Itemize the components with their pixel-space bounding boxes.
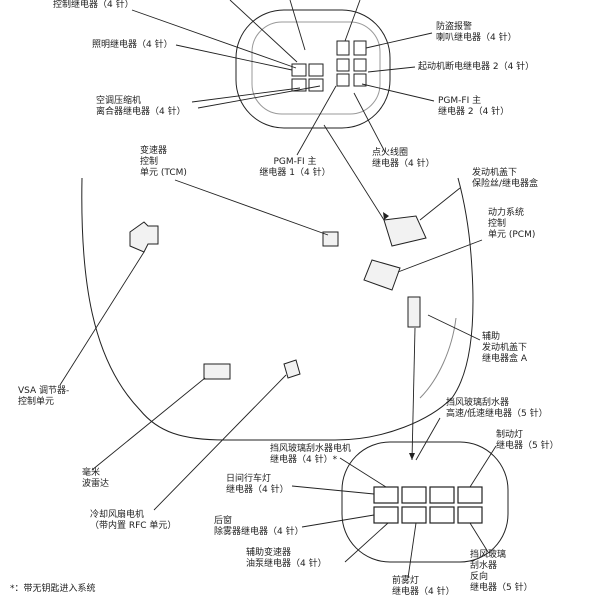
bottom-relay-slot: [457, 506, 483, 524]
leader-line: [131, 9, 297, 69]
label-pgm-fi-main-relay-1: PGM-FI 主 继电器 1（4 针）: [259, 157, 331, 178]
label-aux-trans-oil-relay: 辅助变速器 油泵继电器（4 针）: [246, 548, 327, 569]
bottom-relay-slot: [373, 506, 399, 524]
label-rear-defogger-relay: 后窗 除雾器继电器（4 针）: [214, 516, 304, 537]
top-relay-slot: [353, 40, 367, 56]
leader-line: [289, 0, 306, 51]
leader-line: [427, 314, 481, 341]
bottom-relay-slot: [401, 486, 427, 504]
label-ignition-coil-relay: 点火线圈 继电器（4 针）: [372, 148, 435, 169]
top-relay-slot: [336, 40, 350, 56]
bottom-relay-slot: [373, 486, 399, 504]
leader-line: [353, 92, 386, 153]
vsa-modulator-unit: [129, 221, 159, 253]
leader-line: [291, 485, 375, 495]
label-wiper-hi-lo-relay: 挡风玻璃刮水器 高速/低速继电器（5 针）: [446, 398, 548, 419]
bottom-relay-slot: [457, 486, 483, 504]
label-brake-light-relay: 制动灯 继电器（5 针）: [496, 430, 559, 451]
bottom-relay-slot: [401, 506, 427, 524]
leader-line: [415, 417, 441, 461]
under-hood-box-unit: [383, 215, 427, 247]
arrowhead: [409, 453, 415, 460]
leader-line: [91, 377, 206, 471]
leader-line: [323, 124, 385, 221]
label-drl-relay: 日间行车灯 继电器（4 针）: [226, 474, 289, 495]
label-ac-compressor-clutch-relay: 空调压缩机 离合器继电器（4 针）: [96, 96, 186, 117]
top-relay-slot: [336, 58, 350, 72]
label-lighting-relay: 照明继电器（4 针）: [92, 40, 173, 50]
label-wiper-motor-relay: 挡风玻璃刮水器电机 继电器（4 针）*: [270, 444, 352, 465]
leader-line: [344, 0, 361, 42]
label-top-left-partial: 控制继电器（4 针）: [53, 0, 134, 10]
vehicle-body-outline: [81, 177, 474, 441]
top-relay-box-inner: [251, 21, 381, 115]
label-under-hood-fuse-relay-box: 发动机盖下 保险丝/继电器盒: [472, 168, 539, 189]
radar-unit: [203, 363, 231, 380]
label-pgm-fi-main-relay-2: PGM-FI 主 继电器 2（4 针）: [438, 96, 510, 117]
bottom-relay-box-outline: [341, 441, 509, 563]
label-anti-theft-horn-relay: 防盗报警 喇叭继电器（4 针）: [436, 22, 517, 43]
leader-line: [296, 85, 337, 156]
leader-line: [361, 83, 435, 102]
cooling-fan-unit: [283, 359, 301, 379]
top-relay-slot: [308, 78, 324, 92]
leader-line: [229, 0, 298, 63]
top-relay-slot: [291, 78, 307, 92]
top-relay-slot: [336, 73, 350, 87]
top-relay-slot: [353, 58, 367, 72]
tcm-unit: [322, 231, 339, 247]
label-wiper-reverse-relay: 挡风玻璃 刮水器 反向 继电器（5 针）: [470, 550, 533, 593]
arrowhead: [383, 212, 389, 220]
leader-line: [344, 522, 389, 563]
leader-line: [191, 87, 301, 103]
aux-relay-box-a-unit: [407, 296, 421, 328]
label-front-fog-relay: 前雾灯 继电器（4 针）: [392, 576, 455, 597]
label-cooling-fan: 冷却风扇电机 （带内置 RFC 单元）: [90, 510, 177, 531]
top-relay-slot: [308, 63, 324, 77]
top-relay-slot: [353, 73, 367, 87]
bottom-relay-slot: [429, 506, 455, 524]
leader-line: [339, 457, 387, 488]
label-vsa-modulator: VSA 调节器- 控制单元: [18, 386, 70, 407]
leader-line: [365, 32, 433, 49]
leader-line: [419, 187, 461, 221]
leader-line: [469, 522, 489, 553]
pcm-unit: [363, 259, 401, 291]
label-tcm: 变速器 控制 单元 (TCM): [140, 146, 187, 178]
leader-line: [407, 522, 417, 579]
leader-line: [367, 66, 416, 73]
leader-line: [301, 514, 375, 528]
label-millimeter-radar: 毫米 波雷达: [82, 468, 110, 489]
label-aux-under-hood-relay-box-a: 辅助 发动机盖下 继电器盒 A: [482, 332, 528, 364]
leader-line: [59, 251, 145, 386]
leader-line: [469, 445, 497, 488]
leader-line: [197, 85, 321, 109]
label-pcm: 动力系统 控制 单元 (PCM): [488, 208, 536, 240]
vehicle-body-inner-curve: [419, 317, 457, 399]
leader-line: [397, 239, 483, 273]
top-relay-box-outline: [235, 9, 391, 129]
footnote: *：带无钥匙进入系统: [10, 584, 96, 594]
bottom-relay-slot: [429, 486, 455, 504]
top-relay-slot: [291, 63, 307, 77]
leader-line: [153, 374, 287, 511]
label-starter-cut-relay-2: 起动机断电继电器 2（4 针）: [418, 62, 535, 72]
leader-line: [175, 44, 293, 71]
leader-line: [411, 327, 416, 461]
leader-line: [174, 179, 329, 236]
